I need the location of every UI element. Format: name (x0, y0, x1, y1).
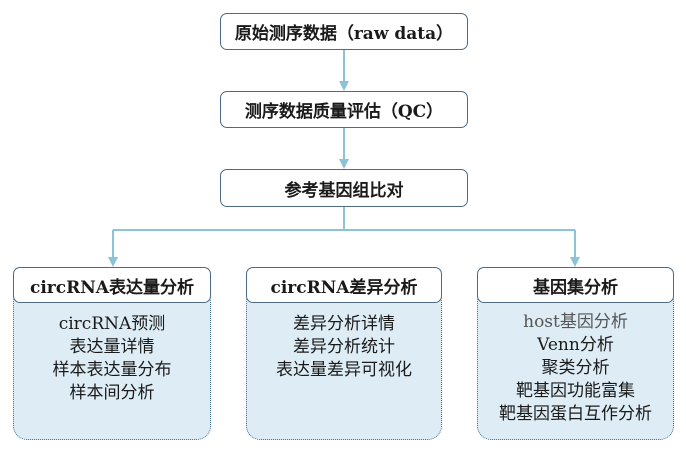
list-item: 差异分析统计 (293, 337, 395, 357)
panel-expression-items: circRNA预测 表达量详情 样本表达量分布 样本间分析 (14, 313, 210, 405)
list-item: 靶基因蛋白互作分析 (499, 404, 652, 424)
panel-gene-set: host基因分析 Venn分析 聚类分析 靶基因功能富集 靶基因蛋白互作分析 (477, 288, 674, 440)
list-item: 表达量差异可视化 (276, 360, 412, 380)
list-item: 靶基因功能富集 (516, 381, 635, 401)
panel-differential-items: 差异分析详情 差异分析统计 表达量差异可视化 (247, 313, 441, 382)
step-raw-data: 原始测序数据（raw data） (220, 13, 468, 50)
step-quality-control: 测序数据质量评估（QC） (220, 91, 468, 128)
panel-title-circrna-expression: circRNA表达量分析 (13, 267, 211, 303)
panel-geneset-items: host基因分析 Venn分析 聚类分析 靶基因功能富集 靶基因蛋白互作分析 (478, 311, 673, 426)
list-item: 差异分析详情 (293, 314, 395, 334)
list-item: circRNA预测 (58, 314, 166, 334)
list-item: 样本间分析 (69, 383, 155, 403)
list-item: 表达量详情 (69, 337, 155, 357)
list-item: 样本表达量分布 (52, 360, 172, 380)
panel-title-circrna-differential: circRNA差异分析 (246, 267, 442, 303)
list-item: 聚类分析 (541, 358, 610, 378)
panel-circrna-differential: 差异分析详情 差异分析统计 表达量差异可视化 (246, 288, 442, 440)
panel-circrna-expression: circRNA预测 表达量详情 样本表达量分布 样本间分析 (13, 288, 211, 440)
panel-title-gene-set: 基因集分析 (477, 267, 674, 303)
list-item: host基因分析 (523, 312, 628, 332)
step-genome-alignment: 参考基因组比对 (220, 169, 468, 207)
list-item: Venn分析 (537, 335, 614, 355)
